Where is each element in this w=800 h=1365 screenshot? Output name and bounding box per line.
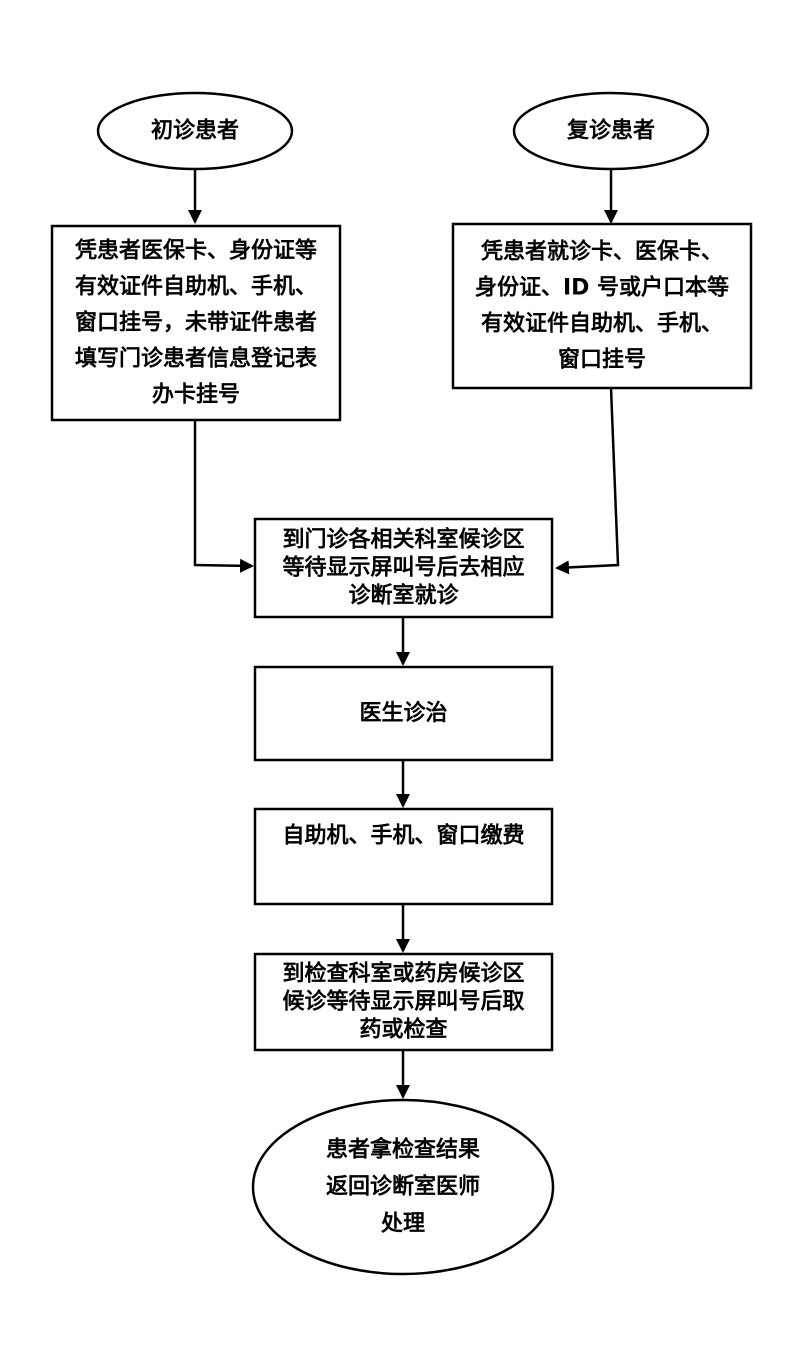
node-return-register-line-1: 凭患者就诊卡、医保卡、 — [480, 239, 723, 265]
node-first-register-shape — [50, 224, 342, 422]
node-first-register-line-5: 办卡挂号 — [152, 382, 240, 408]
node-return-register-line-2: 身份证、ID 号或户口本等 — [475, 275, 729, 301]
node-return-register-line-4: 窗口挂号 — [558, 347, 646, 373]
node-exam-pharmacy-line-3: 药或检查 — [359, 1017, 447, 1043]
node-return-result-line-3: 处理 — [380, 1211, 425, 1237]
node-diagnosis-line-1: 医生诊治 — [359, 700, 447, 726]
node-payment: 自助机、手机、窗口缴费 — [253, 807, 554, 906]
nodes: 初诊患者复诊患者凭患者医保卡、身份证等有效证件自助机、手机、窗口挂号，未带证件患… — [50, 91, 753, 1276]
node-exam-pharmacy-shape — [253, 952, 554, 1052]
node-first-register-line-1: 凭患者医保卡、身份证等 — [74, 238, 317, 264]
node-return-register-shape — [451, 222, 753, 390]
node-return-result-line-2: 返回诊断室医师 — [326, 1174, 480, 1200]
arrow-return-register-to-wait-area — [555, 387, 620, 575]
node-return-register-line-3: 有效证件自助机、手机、 — [481, 311, 723, 337]
node-first-register-line-3: 窗口挂号，未带证件患者 — [75, 310, 317, 336]
node-wait-area-line-2: 等待显示屏叫号后去相应 — [282, 555, 524, 581]
node-exam-pharmacy-line-1: 到检查科室或药房候诊区 — [282, 961, 524, 987]
node-wait-area-line-3: 诊断室就诊 — [348, 583, 459, 609]
node-first-visit: 初诊患者 — [96, 91, 294, 171]
node-return-visit-shape — [512, 91, 710, 171]
node-first-visit-line-1: 初诊患者 — [151, 118, 239, 144]
connectors — [188, 170, 620, 1099]
node-diagnosis: 医生诊治 — [253, 665, 554, 762]
node-return-result-shape — [251, 1098, 555, 1276]
arrow-first-register-to-wait-area — [193, 420, 254, 573]
node-wait-area-line-1: 到门诊各相关科室候诊区 — [282, 527, 524, 553]
node-first-register-line-4: 填写门诊患者信息登记表 — [75, 346, 318, 372]
node-payment-shape — [253, 807, 554, 906]
node-first-register-line-2: 有效证件自助机、手机、 — [75, 274, 317, 300]
node-diagnosis-shape — [253, 665, 554, 762]
node-return-visit-line-1: 复诊患者 — [566, 118, 655, 144]
node-exam-pharmacy-line-2: 候诊等待显示屏叫号后取 — [282, 989, 524, 1015]
node-first-register: 凭患者医保卡、身份证等有效证件自助机、手机、窗口挂号，未带证件患者填写门诊患者信… — [50, 224, 342, 422]
node-payment-line-1: 自助机、手机、窗口缴费 — [282, 823, 524, 849]
node-wait-area-shape — [253, 517, 554, 619]
node-return-result-line-1: 患者拿检查结果 — [326, 1137, 480, 1163]
node-first-visit-shape — [96, 91, 294, 171]
node-return-visit: 复诊患者 — [512, 91, 710, 171]
